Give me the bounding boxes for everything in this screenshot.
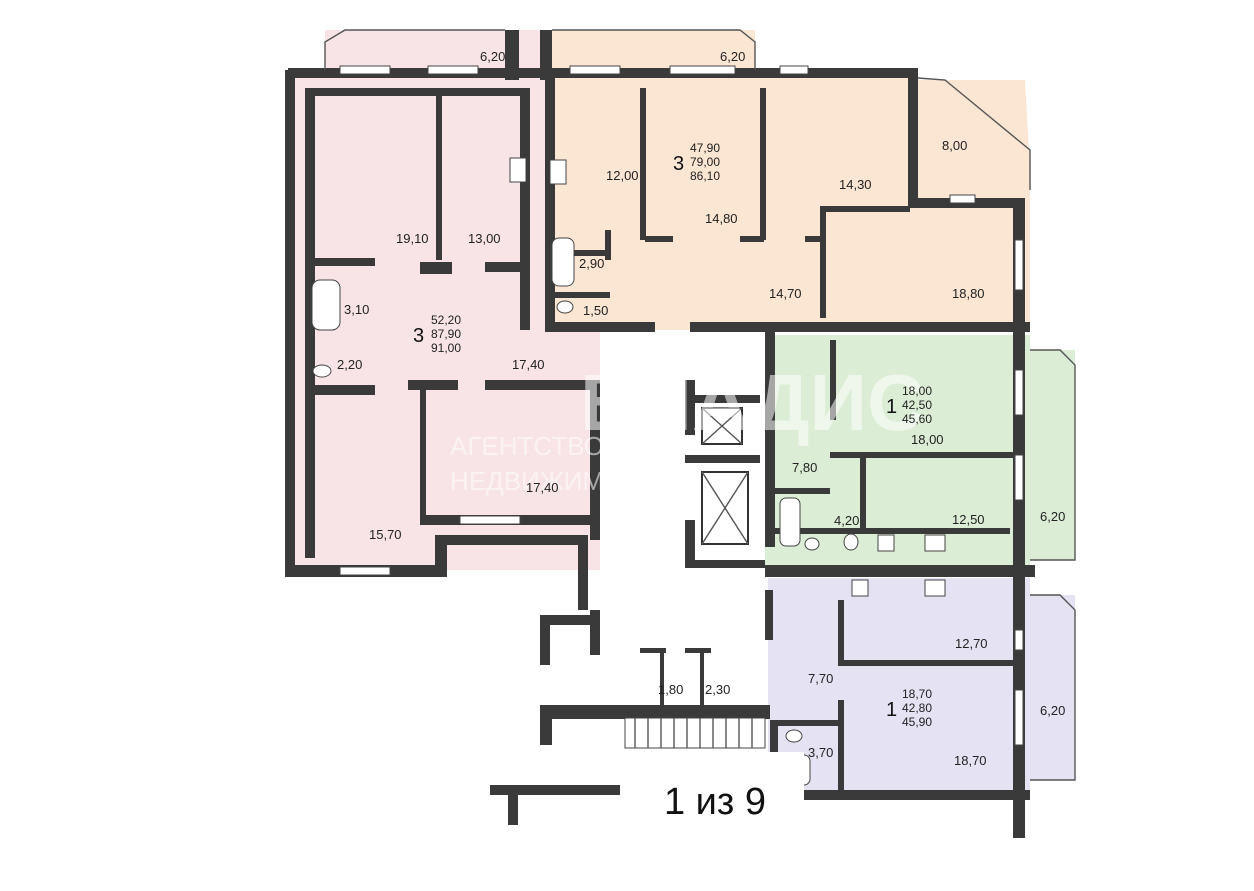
area-living: 18,00 (902, 384, 932, 398)
elevator-small (701, 407, 743, 445)
windows (339, 65, 1024, 746)
area-total: 79,00 (690, 155, 720, 169)
kitchen-area: 12,00 (606, 168, 639, 183)
room-count: 1 (886, 699, 897, 721)
apartment-1-lavender[interactable] (768, 578, 1075, 795)
bath-area: 3,10 (344, 302, 369, 317)
bath-area: 4,20 (834, 513, 859, 528)
floor-caption: 1 из 9 (626, 752, 804, 852)
area-living: 18,70 (902, 687, 932, 701)
labels-apartment-1-green: 1 18,00 42,50 45,60 18,00 7,80 4,20 12,5… (792, 384, 1065, 528)
room-area: 18,70 (954, 753, 987, 768)
area-total: 87,90 (431, 327, 461, 341)
room-b-area: 14,30 (839, 177, 872, 192)
room-area: 18,00 (911, 432, 944, 447)
room-c-area: 15,70 (369, 527, 402, 542)
bath-area: 2,90 (579, 256, 604, 271)
walls (285, 30, 1035, 838)
labels-apartment-3-west: 6,20 19,10 13,00 3,10 2,20 3 52,20 87,90… (337, 49, 559, 542)
kitchen-area: 12,70 (955, 636, 988, 651)
room-a-area: 14,80 (705, 211, 738, 226)
balcony-area: 6,20 (1040, 509, 1065, 524)
storage-a-area: 1,80 (658, 682, 683, 697)
hall-area: 7,70 (808, 671, 833, 686)
room-count: 3 (413, 325, 424, 347)
balcony-area: 6,20 (480, 49, 505, 64)
wc-area: 2,20 (337, 357, 362, 372)
room-area: 13,00 (468, 231, 501, 246)
staircase (624, 717, 766, 749)
area-living: 47,90 (690, 141, 720, 155)
area-living: 52,20 (431, 313, 461, 327)
corner-balcony-area: 8,00 (942, 138, 967, 153)
hall-area: 17,40 (512, 357, 545, 372)
watermark-line-1: АГЕНТСТВО (450, 431, 604, 461)
wc-area: 1,50 (583, 303, 608, 318)
bath-area: 3,70 (808, 745, 833, 760)
room-count: 1 (886, 396, 897, 418)
area-full: 86,10 (690, 169, 720, 183)
kitchen-area: 19,10 (396, 231, 429, 246)
balcony-area: 6,20 (1040, 703, 1065, 718)
hall-area: 7,80 (792, 460, 817, 475)
watermark-line-2: НЕДВИЖИМОСТИ (450, 466, 677, 496)
area-total: 42,80 (902, 701, 932, 715)
elevator-large (701, 471, 749, 545)
area-total: 42,50 (902, 398, 932, 412)
balcony-area: 6,20 (720, 49, 745, 64)
kitchen-area: 12,50 (952, 512, 985, 527)
area-full: 45,60 (902, 412, 932, 426)
hall-area: 14,70 (769, 286, 802, 301)
room-b-area: 17,40 (526, 480, 559, 495)
balconies (324, 29, 1076, 781)
area-full: 91,00 (431, 341, 461, 355)
room-c-area: 18,80 (952, 286, 985, 301)
labels-apartment-1-lavender: 12,70 7,70 1 18,70 42,80 45,90 6,20 3,70… (808, 636, 1065, 768)
area-full: 45,90 (902, 715, 932, 729)
watermark-brand: ВЛАДИС (580, 358, 925, 447)
labels-apartment-3-east: 6,20 8,00 12,00 3 47,90 79,00 86,10 14,8… (579, 49, 985, 318)
storage-b-area: 2,30 (705, 682, 730, 697)
labels-common: 1,80 2,30 (658, 682, 730, 697)
watermark: ВЛАДИС АГЕНТСТВО НЕДВИЖИМОСТИ (450, 358, 925, 496)
room-count: 3 (673, 153, 684, 175)
